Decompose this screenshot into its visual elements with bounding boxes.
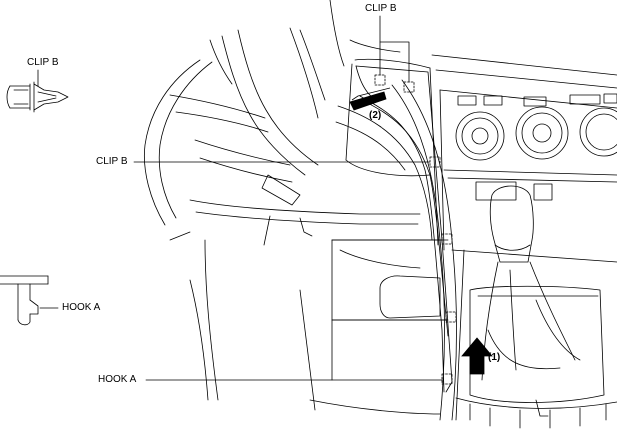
- pillar-trim-panel: [335, 65, 453, 393]
- lower-dash: [169, 199, 449, 415]
- lower-console: [455, 397, 617, 429]
- step-1-arrow: [461, 337, 493, 375]
- step-1-label: (1): [488, 352, 501, 363]
- door-edge-lines: [391, 79, 457, 421]
- clip-b-side-label: CLIP B: [96, 156, 128, 167]
- clip-b-top-label: CLIP B: [365, 3, 397, 14]
- climate-knobs: [455, 106, 617, 161]
- clip-b-detail-label: CLIP B: [27, 57, 59, 68]
- hook-a-detail-icon: [0, 275, 49, 326]
- hook-a-detail-label: HOOK A: [62, 302, 101, 313]
- center-console: [431, 54, 617, 421]
- leader-lines: [39, 15, 447, 381]
- gear-shifter: [469, 185, 605, 403]
- clip-b-detail-icon: [6, 69, 69, 113]
- dashboard-upper: [329, 0, 439, 246]
- step-2-arrow: [349, 87, 391, 111]
- step-2-label: (2): [369, 110, 382, 121]
- hook-a-side-label: HOOK A: [98, 374, 137, 385]
- steering-wheel-outline: [144, 27, 326, 226]
